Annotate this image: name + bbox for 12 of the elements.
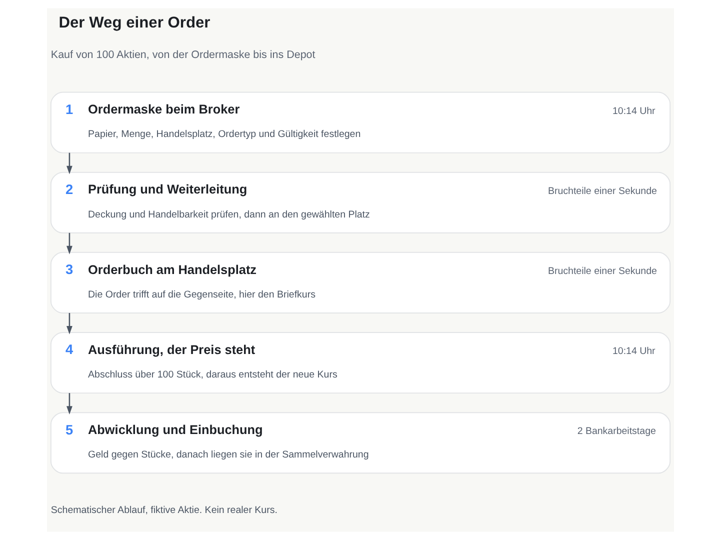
arrow — [66, 393, 72, 415]
node-box: 4 Ausführung, der Preis steht 10:14 Uhr Abschluss über 100 Stück, daraus entsteht der neue Kurs — [50, 332, 670, 394]
node-box: 2 Prüfung und Weiterleitung Bruchteile einer Sekunde Deckung und Handelbarkeit prüfen, dann an den gewählten Platz — [50, 172, 670, 234]
node-box: 3 Orderbuch am Handelsplatz Bruchteile einer Sekunde Die Order trifft auf die Gegenseite, hier den Briefkurs — [50, 252, 670, 314]
node-box: 5 Abwicklung und Einbuchung 2 Bankarbeitstage Geld gegen Stücke, danach liegen sie in der Sammelverwahrung — [50, 412, 670, 474]
node-box: 1 Ordermaske beim Broker 10:14 Uhr Papier, Menge, Handelsplatz, Ordertyp und Gültigkeit festlegen — [50, 92, 670, 154]
diagram-title: Der Weg einer Order — [58, 14, 210, 32]
label: Schematischer Ablauf, fiktive Aktie. Kein realer Kurs. — [50, 505, 277, 516]
arrow — [66, 312, 72, 334]
arrow — [66, 232, 72, 254]
label: Kauf von 100 Aktien, von der Ordermaske bis ins Depot — [50, 48, 315, 61]
arrow — [66, 152, 72, 174]
